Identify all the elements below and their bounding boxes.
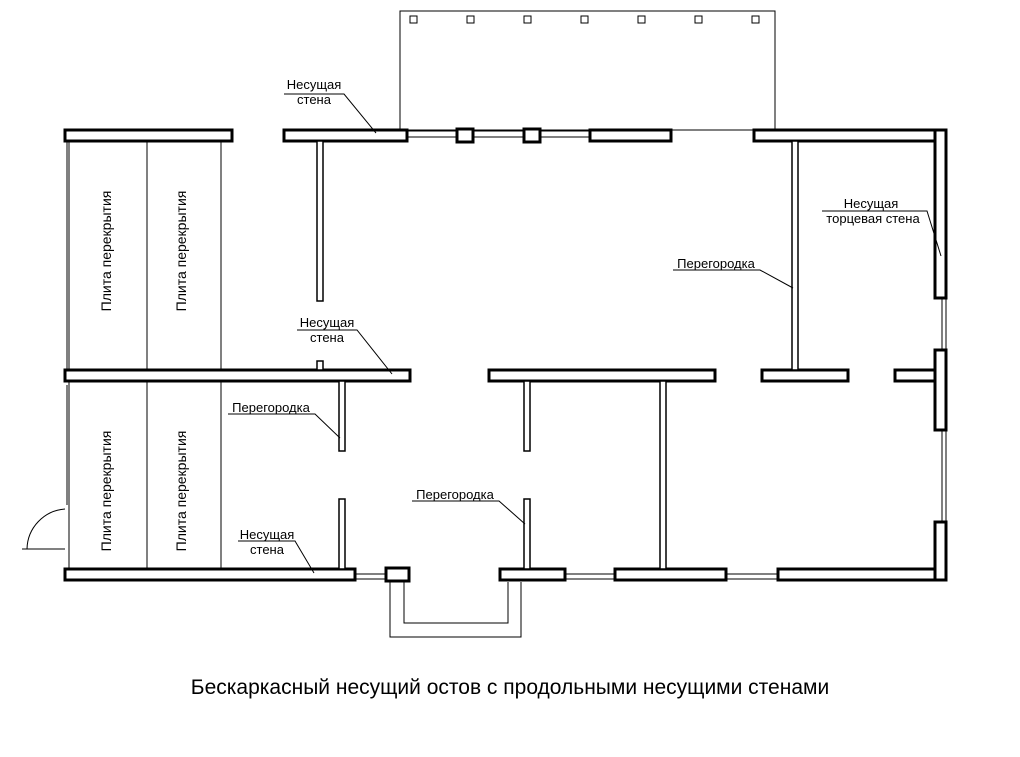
end-bearing-wall [933,128,948,300]
bearing-wall [63,567,357,582]
floor-slabs [68,135,222,577]
window [355,573,386,580]
end-bearing-wall [933,348,948,432]
leader-line [284,93,377,134]
window [726,573,778,580]
windows [66,130,947,580]
porch-post [580,15,589,24]
labels: Несущая стена Несущая стена Несущая стен… [98,77,920,557]
entrance-door [22,508,66,550]
partition [316,140,324,302]
partition [791,140,799,371]
bearing-wall-label: Несущая [240,527,295,542]
bearing-wall [752,128,948,143]
porch-post [637,15,646,24]
lower-porch [389,582,522,638]
porch-post [409,15,418,24]
leader-lines [228,93,942,574]
porch-post [523,15,532,24]
upper-porch-outline [399,10,776,131]
bearing-wall-label: стена [310,330,345,345]
partition [523,498,531,570]
bearing-wall-label: стена [250,542,285,557]
floor-slab-label: Плита перекрытия [98,191,114,312]
window [941,298,947,350]
partitions [316,140,799,570]
window [941,430,947,522]
leader-line [238,540,315,574]
leader-line [412,500,526,525]
bearing-wall [498,567,567,582]
partition-label: Перегородка [232,400,310,415]
end-bearing-wall [933,520,948,582]
bearing-wall-label: Несущая [300,315,355,330]
partition [659,380,667,570]
bearing-wall [282,128,409,143]
leader-line [297,329,393,375]
leader-line [228,413,341,439]
floor-slab-label: Плита перекрытия [98,431,114,552]
bearing-wall [760,368,850,383]
partition-label: Перегородка [416,487,494,502]
partition-label: Перегородка [677,256,755,271]
slab-outline-bottom [68,375,222,577]
leader-line [673,269,794,289]
bearing-walls [63,127,948,583]
porch-post [466,15,475,24]
end-bearing-wall-label: торцевая стена [826,211,920,226]
partition [316,360,324,371]
bearing-wall [63,368,412,383]
bearing-wall [487,368,717,383]
end-bearing-wall-label: Несущая [844,196,899,211]
partition [523,380,531,452]
leader-line [822,210,942,257]
bearing-wall [613,567,728,582]
partition [338,380,346,452]
window [473,130,524,138]
window [407,130,457,138]
pier [384,566,411,583]
pier [522,127,542,144]
porch-post [694,15,703,24]
bearing-wall [588,128,673,143]
bearing-wall-label: стена [297,92,332,107]
door-swing-arc [26,508,66,550]
upper-porch [399,10,776,131]
porch-post [751,15,760,24]
bearing-wall [776,567,948,582]
window [540,130,590,138]
partition [338,498,346,570]
floor-slab-label: Плита перекрытия [173,431,189,552]
bearing-wall [63,128,234,143]
slab-outline-top [68,135,222,377]
bearing-wall-label: Несущая [287,77,342,92]
window [565,573,615,580]
pier [455,127,475,144]
floor-slab-label: Плита перекрытия [173,191,189,312]
diagram-caption: Бескаркасный несущий остов с продольными… [190,676,830,699]
